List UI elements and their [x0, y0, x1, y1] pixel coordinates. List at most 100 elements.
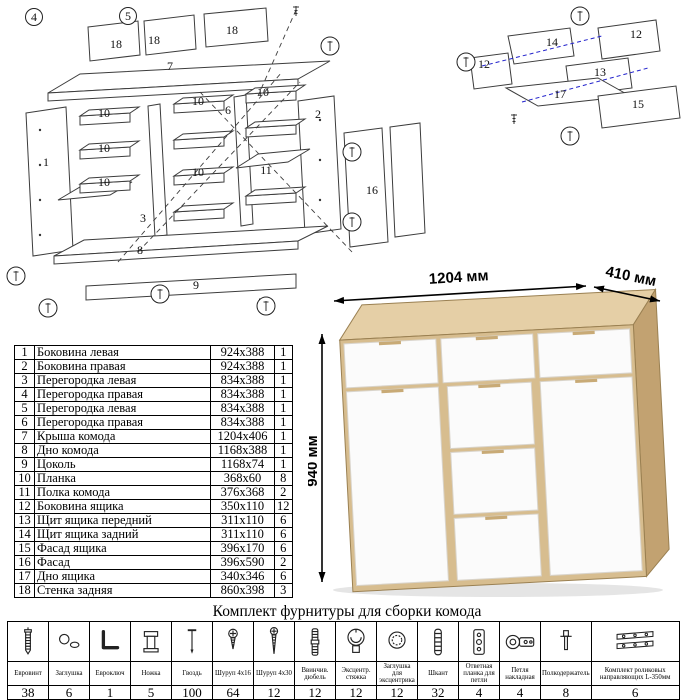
parts-num: 18	[14, 583, 35, 598]
parts-size: 1204x406	[210, 429, 275, 444]
parts-size: 368x60	[210, 471, 275, 486]
hardware-item-qty: 12	[335, 685, 377, 700]
parts-size: 311x110	[210, 527, 275, 542]
svg-text:12: 12	[478, 57, 490, 71]
svg-text:10: 10	[98, 141, 110, 155]
screw-long-icon	[253, 621, 295, 662]
parts-qty: 3	[274, 583, 293, 598]
svg-text:3: 3	[140, 211, 146, 225]
width-dimension-label: 1204 мм	[428, 267, 489, 288]
parts-size: 376x368	[210, 485, 275, 500]
drawer-front	[537, 328, 633, 379]
parts-qty: 1	[274, 457, 293, 472]
diagram-callout: 12	[478, 57, 490, 71]
drawer-front	[450, 447, 539, 515]
rail-planks	[78, 84, 307, 222]
svg-text:5: 5	[125, 9, 131, 23]
drawer-front	[446, 381, 535, 449]
parts-name: Полка комода	[34, 485, 211, 500]
cam-lock-icon	[335, 621, 377, 662]
cam-cap-icon	[376, 621, 418, 662]
parts-size: 924x388	[210, 359, 275, 374]
parts-num: 16	[14, 555, 35, 570]
hardware-detail-callout	[256, 296, 276, 316]
drawer-and-door-fronts	[343, 328, 643, 587]
hardware-item-name: Евроключ	[89, 660, 131, 687]
hardware-item-qty: 8	[540, 685, 592, 700]
parts-num: 11	[14, 485, 35, 500]
parts-qty: 2	[274, 555, 293, 570]
diagram-callout: 2	[315, 107, 321, 121]
hardware-detail-callout	[342, 142, 362, 162]
parts-qty: 6	[274, 527, 293, 542]
parts-num: 1	[14, 345, 35, 360]
parts-name: Дно комода	[34, 443, 211, 458]
hardware-item-qty: 4	[499, 685, 541, 700]
svg-text:2: 2	[315, 107, 321, 121]
hardware-item-name: Заглушка	[48, 660, 90, 687]
parts-size: 834x388	[210, 401, 275, 416]
parts-num: 14	[14, 527, 35, 542]
diagram-callout: 10	[257, 85, 269, 99]
hex-key-icon	[89, 621, 131, 662]
hardware-item-name: Петля накладная	[499, 660, 541, 687]
parts-name: Боковина ящика	[34, 499, 211, 514]
diagram-callout: 18	[110, 37, 122, 51]
parts-qty: 12	[274, 499, 293, 514]
parts-name: Щит ящика задний	[34, 527, 211, 542]
parts-num: 13	[14, 513, 35, 528]
svg-text:4: 4	[31, 10, 37, 24]
parts-size: 834x388	[210, 373, 275, 388]
drawer-front	[440, 333, 536, 384]
plug-icon	[48, 621, 90, 662]
diagram-callout: 14	[546, 35, 558, 49]
svg-text:1: 1	[43, 155, 49, 169]
hardware-detail-callout	[570, 6, 590, 26]
diagram-callout: 1	[43, 155, 49, 169]
hardware-item-name: Полкодержатель	[540, 660, 592, 687]
hardware-item-name: Эксцентр. стяжка	[335, 660, 377, 687]
diagram-callout: 16	[366, 183, 378, 197]
hardware-detail-callout	[560, 126, 580, 146]
hardware-detail-callout	[38, 298, 58, 318]
hardware-item-name: Заглушка для эксцентрика	[376, 660, 418, 687]
diagram-callout: 17	[554, 87, 566, 101]
parts-size: 924x388	[210, 345, 275, 360]
parts-qty: 1	[274, 345, 293, 360]
parts-size: 860x398	[210, 583, 275, 598]
parts-size: 396x590	[210, 555, 275, 570]
leg-icon	[130, 621, 172, 662]
depth-dimension-label: 410 мм	[604, 266, 658, 290]
parts-name: Боковина левая	[34, 345, 211, 360]
dowel-screw-icon	[294, 621, 336, 662]
hardware-item-qty: 4	[458, 685, 500, 700]
diagram-callout: 10	[192, 165, 204, 179]
depth-dimension-arrow	[593, 285, 661, 303]
parts-num: 8	[14, 443, 35, 458]
svg-text:9: 9	[193, 278, 199, 292]
drawer-screw-glyph	[511, 114, 517, 124]
roller-guides-icon	[590, 621, 680, 662]
parts-name: Планка	[34, 471, 211, 486]
parts-size: 311x110	[210, 513, 275, 528]
parts-qty: 1	[274, 387, 293, 402]
hardware-detail-callout	[342, 212, 362, 232]
carcass-panels	[25, 7, 426, 301]
svg-text:7: 7	[167, 59, 173, 73]
parts-num: 9	[14, 457, 35, 472]
svg-text:10: 10	[257, 85, 269, 99]
svg-text:13: 13	[594, 65, 606, 79]
diagram-callout: 7	[167, 59, 173, 73]
chest-body	[338, 287, 670, 593]
parts-num: 12	[14, 499, 35, 514]
